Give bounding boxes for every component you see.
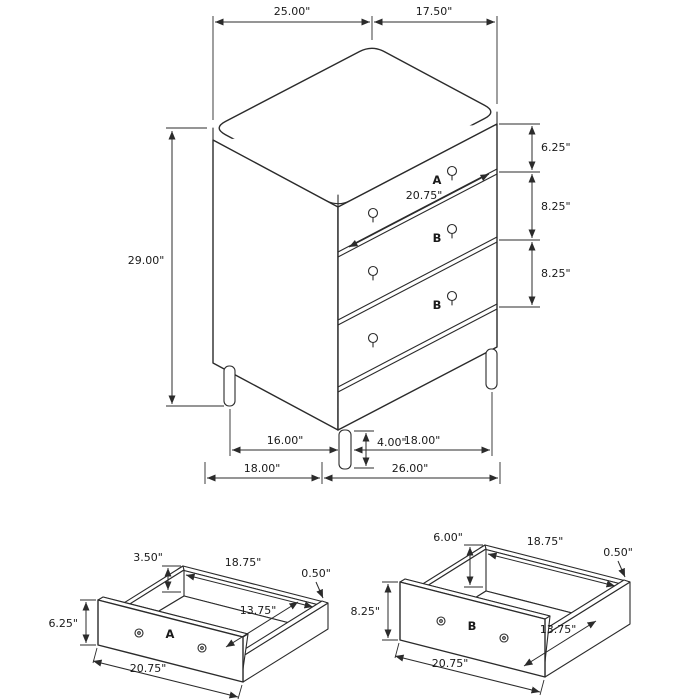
dim-height-label: 29.00" [128, 254, 165, 267]
knob-center [439, 619, 443, 623]
extension-line [212, 16, 498, 120]
extension-line [354, 430, 374, 469]
drawer-b1-letter: B [433, 231, 442, 245]
division-line [337, 303, 498, 388]
dim-top-width-label: 25.00" [274, 5, 311, 18]
leader-a-wall-thickness [315, 581, 324, 599]
extension-line [166, 127, 224, 407]
division-line [337, 241, 498, 326]
chest-dimensions: 25.00" 17.50" 29.00" 6.25" 8.25" 8.25" 2… [128, 5, 571, 484]
dim-b-front-height-label: 8.25" [350, 605, 380, 618]
drawer-b-knobs [436, 616, 509, 643]
dim-top-depth-label: 17.50" [416, 5, 453, 18]
dim-drawer-width-label: 20.75" [406, 189, 443, 202]
dim-line-a-front-width [92, 659, 239, 699]
knob-center [137, 631, 141, 635]
dim-line-b-inner-width [487, 552, 616, 588]
drawer-a-knobs [134, 628, 207, 653]
extension-line [382, 581, 398, 641]
leader-b-wall-thickness [617, 560, 626, 578]
dim-b-inner-width-label: 18.75" [527, 535, 564, 548]
knob-center [200, 646, 204, 650]
dim-line-b-front-width [394, 654, 541, 694]
dim-drawer-a-height-label: 6.25" [541, 141, 571, 154]
extension-line [499, 123, 540, 308]
dim-a-front-height-label: 6.25" [48, 617, 78, 630]
knob [446, 290, 458, 302]
dim-b-side-height-label: 6.00" [433, 531, 463, 544]
dim-leg-span-depth-label: 16.00" [267, 434, 304, 447]
dim-line-a-inner-depth [225, 601, 299, 648]
chest-legs [223, 348, 498, 470]
dim-a-front-width-label: 20.75" [130, 662, 167, 675]
dim-b-inner-depth-label: 13.75" [540, 623, 577, 636]
drawer-a-detail-view: A 6.25" 3.50" 18.75" 13.75" 0.50" 20.75" [48, 551, 331, 700]
drawer-b-detail-view: B 8.25" 6.00" 18.75" 13.75" 0.50" 20.75" [350, 531, 633, 696]
dim-a-inner-depth-label: 13.75" [240, 604, 277, 617]
division-line [337, 308, 498, 393]
dim-a-inner-width-label: 18.75" [225, 556, 262, 569]
division-line [337, 236, 498, 321]
leg-right [485, 348, 498, 390]
extension-line [80, 599, 96, 646]
extension-line [204, 462, 501, 484]
extension-line [229, 392, 493, 456]
knob [446, 165, 458, 177]
drawer-a-dimensions: 6.25" 3.50" 18.75" 13.75" 0.50" 20.75" [48, 551, 331, 700]
dim-leg-span-width-label: 18.00" [404, 434, 441, 447]
dim-base-depth-label: 18.00" [244, 462, 281, 475]
dim-b-front-width-label: 20.75" [432, 657, 469, 670]
drawer-b-front-face [399, 581, 546, 678]
dim-drawer-b1-height-label: 8.25" [541, 200, 571, 213]
drawer-b-dimensions: 8.25" 6.00" 18.75" 13.75" 0.50" 20.75" [350, 531, 633, 696]
dim-line-drawer-width [348, 173, 490, 248]
chest-top-slab-edge [212, 111, 498, 208]
knob [367, 207, 379, 219]
knob [446, 223, 458, 235]
dim-drawer-b2-height-label: 8.25" [541, 267, 571, 280]
extension-line [162, 565, 181, 593]
extension-line [464, 544, 483, 588]
dim-a-wall-thickness-label: 0.50" [301, 567, 331, 580]
knob-center [502, 636, 506, 640]
knob [367, 265, 379, 277]
drawer-a-detail-letter: A [166, 627, 175, 641]
leg-left [223, 365, 236, 407]
knob [367, 332, 379, 344]
dim-b-wall-thickness-label: 0.50" [603, 546, 633, 559]
dim-base-width-label: 26.00" [392, 462, 429, 475]
drawer-b-detail-letter: B [468, 619, 477, 633]
dim-a-side-height-label: 3.50" [133, 551, 163, 564]
chest-isometric-view: A B B [212, 47, 498, 470]
dim-line-a-inner-width [185, 573, 314, 609]
leg-front [338, 429, 352, 470]
dim-leg-height-label: 4.00" [377, 436, 407, 449]
drawer-a-letter: A [433, 173, 442, 187]
drawer-b2-letter: B [433, 298, 442, 312]
